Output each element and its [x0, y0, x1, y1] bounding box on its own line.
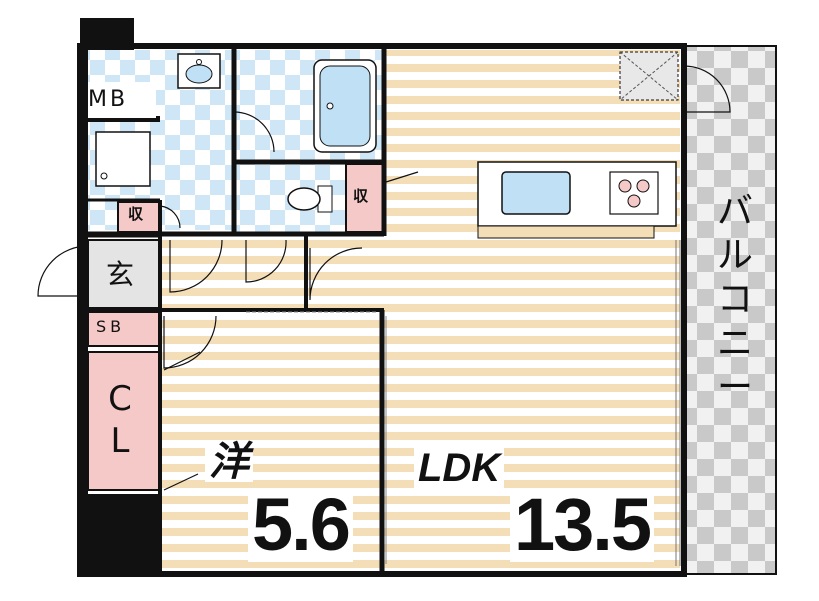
- wall-block-bottom: [80, 494, 162, 574]
- storage-label-2: 収: [353, 187, 369, 205]
- hallway-floor: [162, 236, 384, 312]
- mb-label: MB: [88, 87, 129, 112]
- stove: [609, 171, 659, 215]
- mb-box: [88, 82, 156, 118]
- ldk-label: LDK: [414, 448, 505, 488]
- entrance-label: 玄: [106, 258, 135, 291]
- western-room-size: 5.6: [248, 488, 353, 562]
- toilet: [287, 187, 321, 211]
- closet-label: CL: [108, 379, 132, 461]
- balcony-label: バルコニー: [716, 191, 753, 408]
- shoe-box-label: SB: [96, 317, 126, 336]
- kitchen-sink: [501, 171, 571, 215]
- balcony-area: [686, 46, 776, 574]
- ldk-size: 13.5: [510, 488, 655, 562]
- western-room-label: 洋: [205, 442, 253, 482]
- storage-label-1: 収: [128, 205, 144, 223]
- storage-box-1: [117, 201, 161, 233]
